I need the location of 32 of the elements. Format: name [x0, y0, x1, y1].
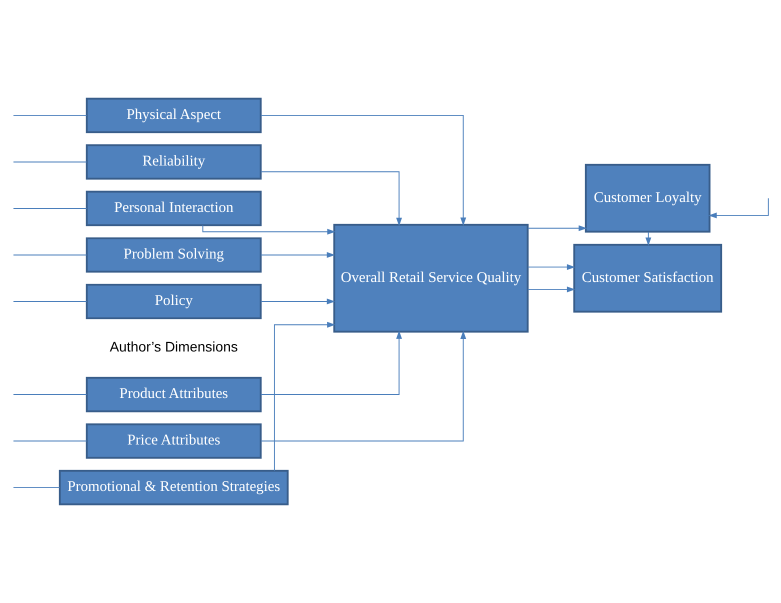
node-box: Personal Interaction [86, 190, 262, 226]
node-box: Promotional & Retention Strategies [58, 470, 289, 506]
node-box: Policy [86, 284, 262, 320]
label: Author’s Dimensions [110, 338, 238, 354]
node-box: Customer Loyalty [584, 164, 710, 233]
connector [12, 440, 88, 442]
arrow [260, 330, 466, 442]
arrow [260, 115, 466, 226]
connector [12, 115, 88, 116]
connector [12, 208, 88, 209]
connector [12, 301, 88, 302]
connector [12, 254, 88, 256]
arrow [274, 322, 336, 472]
node-box: Customer Satisfaction [573, 244, 722, 313]
node-box: Problem Solving [86, 237, 262, 273]
node-box: Overall Retail Service Quality [333, 224, 529, 333]
arrow [260, 330, 402, 395]
node-box: Price Attributes [86, 423, 262, 459]
node-box: Physical Aspect [86, 98, 262, 134]
arrow [527, 264, 576, 270]
arrow [202, 224, 336, 235]
arrow [527, 225, 588, 232]
arrow [260, 298, 336, 304]
arrow [708, 198, 769, 218]
connector [12, 487, 60, 488]
arrow [260, 252, 336, 258]
node-box: Product Attributes [86, 376, 262, 412]
node-box: Reliability [86, 144, 262, 180]
arrow [260, 171, 402, 226]
connector [12, 394, 88, 395]
arrow [527, 286, 576, 292]
arrow [645, 232, 652, 246]
